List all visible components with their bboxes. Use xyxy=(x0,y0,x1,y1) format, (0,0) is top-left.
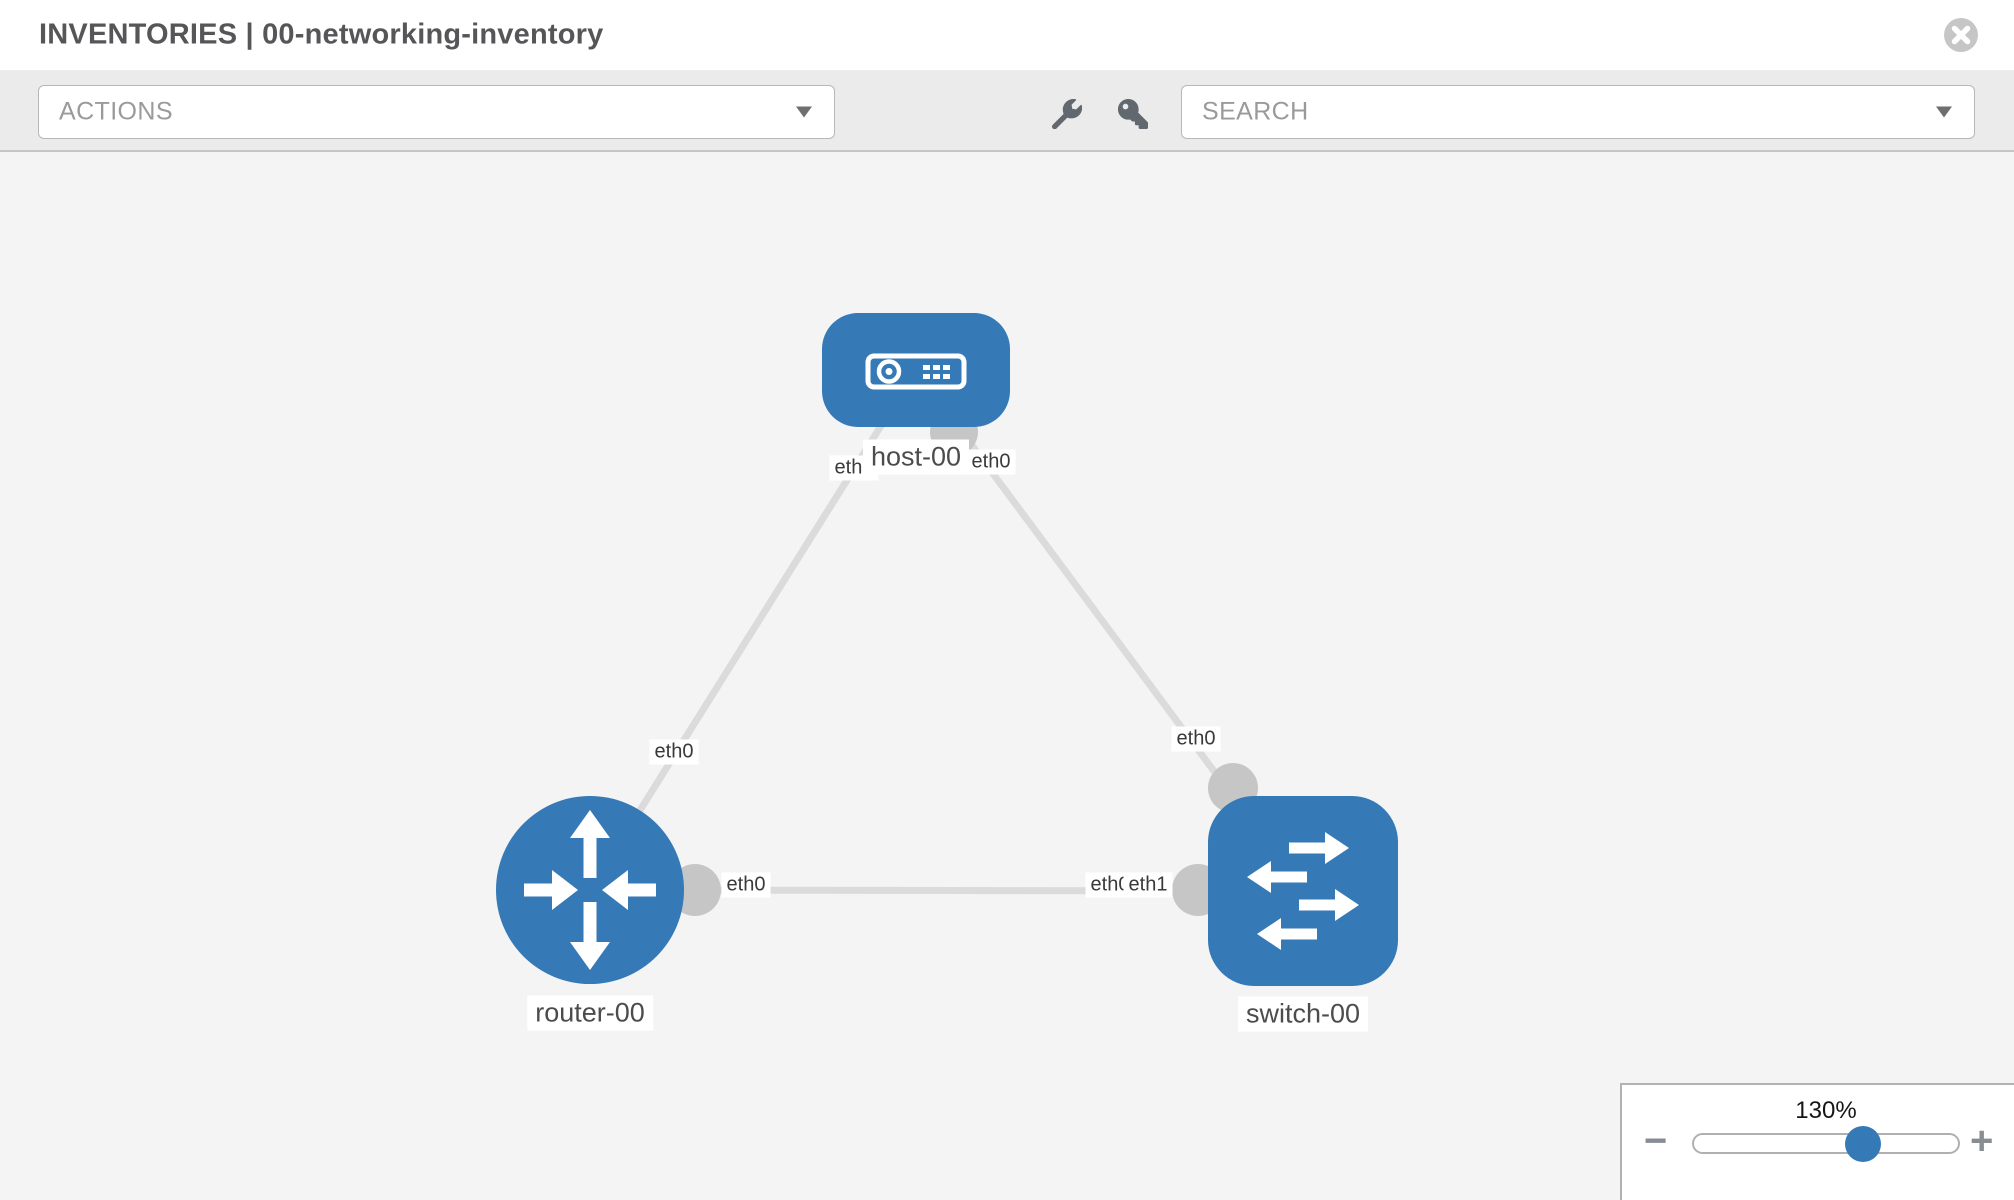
configure-button[interactable] xyxy=(1047,94,1087,134)
panel-header: INVENTORIES | 00-networking-inventory xyxy=(0,0,2014,71)
topology-graph xyxy=(496,313,1398,986)
chevron-down-icon xyxy=(796,106,812,118)
zoom-out-button[interactable]: − xyxy=(1644,1119,1668,1163)
page-title: INVENTORIES | 00-networking-inventory xyxy=(39,18,604,51)
chevron-down-icon xyxy=(1936,106,1952,118)
close-icon xyxy=(1944,18,1978,52)
zoom-slider-track[interactable] xyxy=(1692,1125,1960,1162)
search-dropdown[interactable]: SEARCH xyxy=(1181,85,1975,139)
wrench-icon xyxy=(1052,99,1082,129)
actions-dropdown[interactable]: ACTIONS xyxy=(38,85,835,139)
actions-dropdown-label: ACTIONS xyxy=(59,97,173,126)
node-router-00[interactable] xyxy=(496,796,684,984)
key-icon xyxy=(1118,99,1148,129)
zoom-slider-handle[interactable] xyxy=(1844,1125,1881,1162)
node-host-00[interactable] xyxy=(822,313,1010,427)
zoom-percentage: 130% xyxy=(1795,1097,1857,1124)
close-button[interactable] xyxy=(1943,17,1979,53)
zoom-panel: 130% − + xyxy=(1620,1083,2014,1200)
search-dropdown-label: SEARCH xyxy=(1202,97,1309,126)
toolbar: ACTIONS SEARCH xyxy=(0,70,2014,152)
node-switch-00[interactable] xyxy=(1208,796,1398,986)
credentials-button[interactable] xyxy=(1113,94,1153,134)
zoom-in-button[interactable]: + xyxy=(1970,1119,1994,1163)
